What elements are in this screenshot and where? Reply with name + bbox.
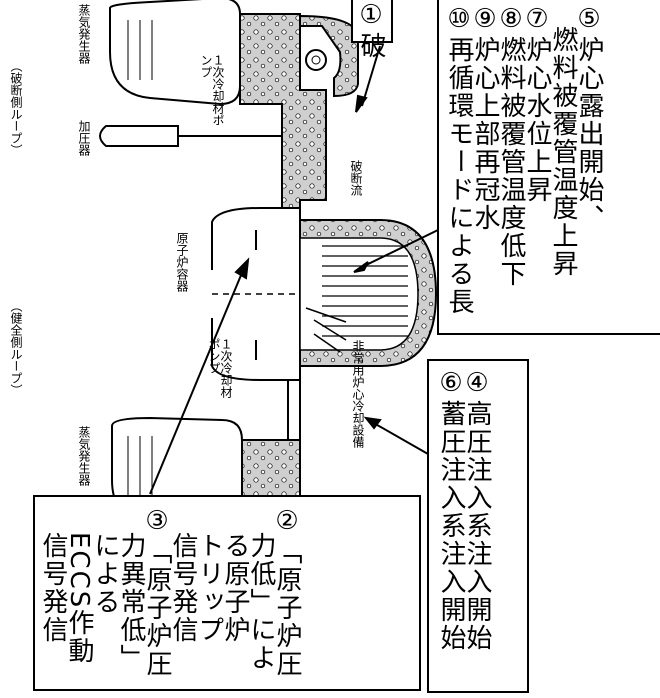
eccs-label: 非常用炉心冷却設備: [351, 340, 365, 448]
pump-healthy-label: １次冷却材ポンプ: [207, 338, 233, 398]
leader-arrows: [149, 45, 439, 495]
step1-fragment: ①破: [356, 0, 386, 60]
eccs-lines: [305, 307, 347, 353]
pressurizer-shape: [99, 125, 288, 147]
reactor-vessel-shape: [211, 207, 438, 381]
left-box: [33, 495, 421, 691]
sg-healthy-label: 蒸気発生器: [77, 426, 91, 486]
pressurizer-label: 加圧器: [77, 120, 91, 156]
pump-broken-label: １次冷却材ポンプ: [199, 54, 225, 126]
bottom-box-text: ④高圧注入系注入開始 ⑥蓄圧注入系注入開始: [436, 368, 492, 652]
step1-box: [351, 0, 393, 43]
right-box-text: ⑤炉心露出開始、 燃料被覆管温度上昇 ⑦炉心水位上昇 ⑧燃料被覆管温度低下 ⑨炉…: [444, 4, 604, 316]
reactor-vessel-label: 原子炉容器: [175, 232, 189, 292]
left-box-text: ②「原子炉圧 力低」によ る原子炉 トリップ 信号発信 ③「原子炉圧 力異常低」…: [38, 506, 302, 678]
sg-broken-label: 蒸気発生器: [77, 4, 91, 64]
coolant-broken-loop: [239, 13, 360, 251]
right-box: [437, 0, 660, 335]
break-flow-label: 破断流: [349, 160, 363, 196]
broken-loop-header: （破断側ループ）: [9, 60, 23, 156]
bottom-box: [427, 359, 529, 693]
healthy-loop-header: （健全側ループ）: [9, 300, 23, 396]
